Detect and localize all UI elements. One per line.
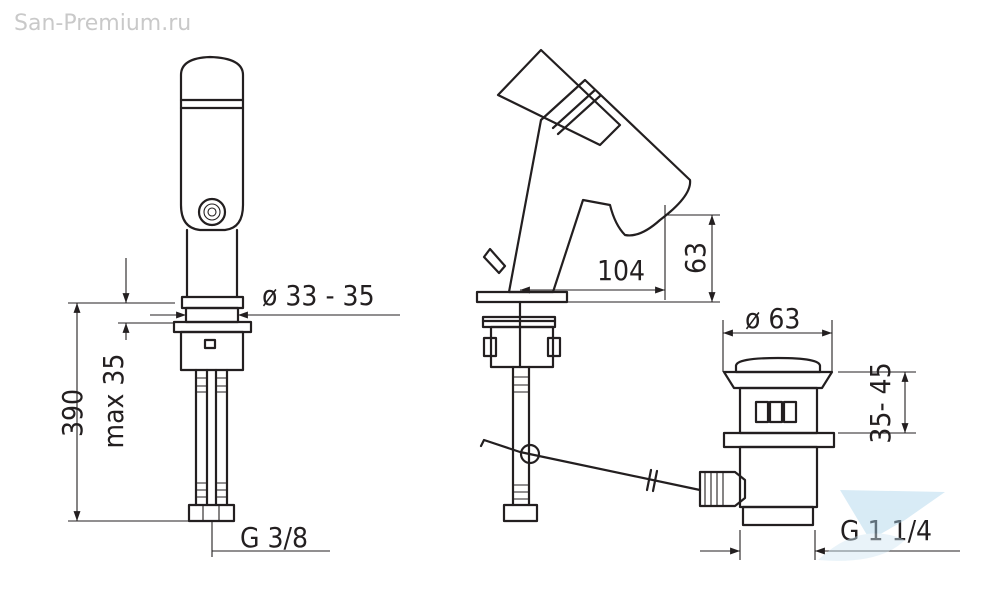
dim-waste-diameter: ø 63 xyxy=(745,302,800,335)
front-view xyxy=(172,55,253,523)
aerator-icon xyxy=(197,197,227,227)
dim-diameter-hose: ø 33 - 35 xyxy=(262,279,375,312)
front-lever-body xyxy=(179,55,245,232)
front-dimensions xyxy=(68,258,400,557)
side-lever xyxy=(496,48,622,147)
dim-spout-reach: 104 xyxy=(597,254,645,287)
watermark: San-Premium.ru xyxy=(14,11,191,36)
waste-dimensions xyxy=(700,320,960,560)
waste-valve xyxy=(698,356,836,527)
dim-max-thickness: max 35 xyxy=(97,354,130,449)
dim-height-total: 390 xyxy=(56,389,89,437)
dim-thread-supply: G 3/8 xyxy=(240,521,308,554)
side-view xyxy=(475,48,702,523)
dim-waste-thread: G 1 1/4 xyxy=(840,514,932,547)
watermark-logo-icon xyxy=(818,490,945,561)
dim-spout-height: 63 xyxy=(679,242,712,274)
side-dimensions xyxy=(520,205,720,303)
side-spout-body xyxy=(507,78,692,294)
dim-waste-range: 35- 45 xyxy=(864,362,897,443)
